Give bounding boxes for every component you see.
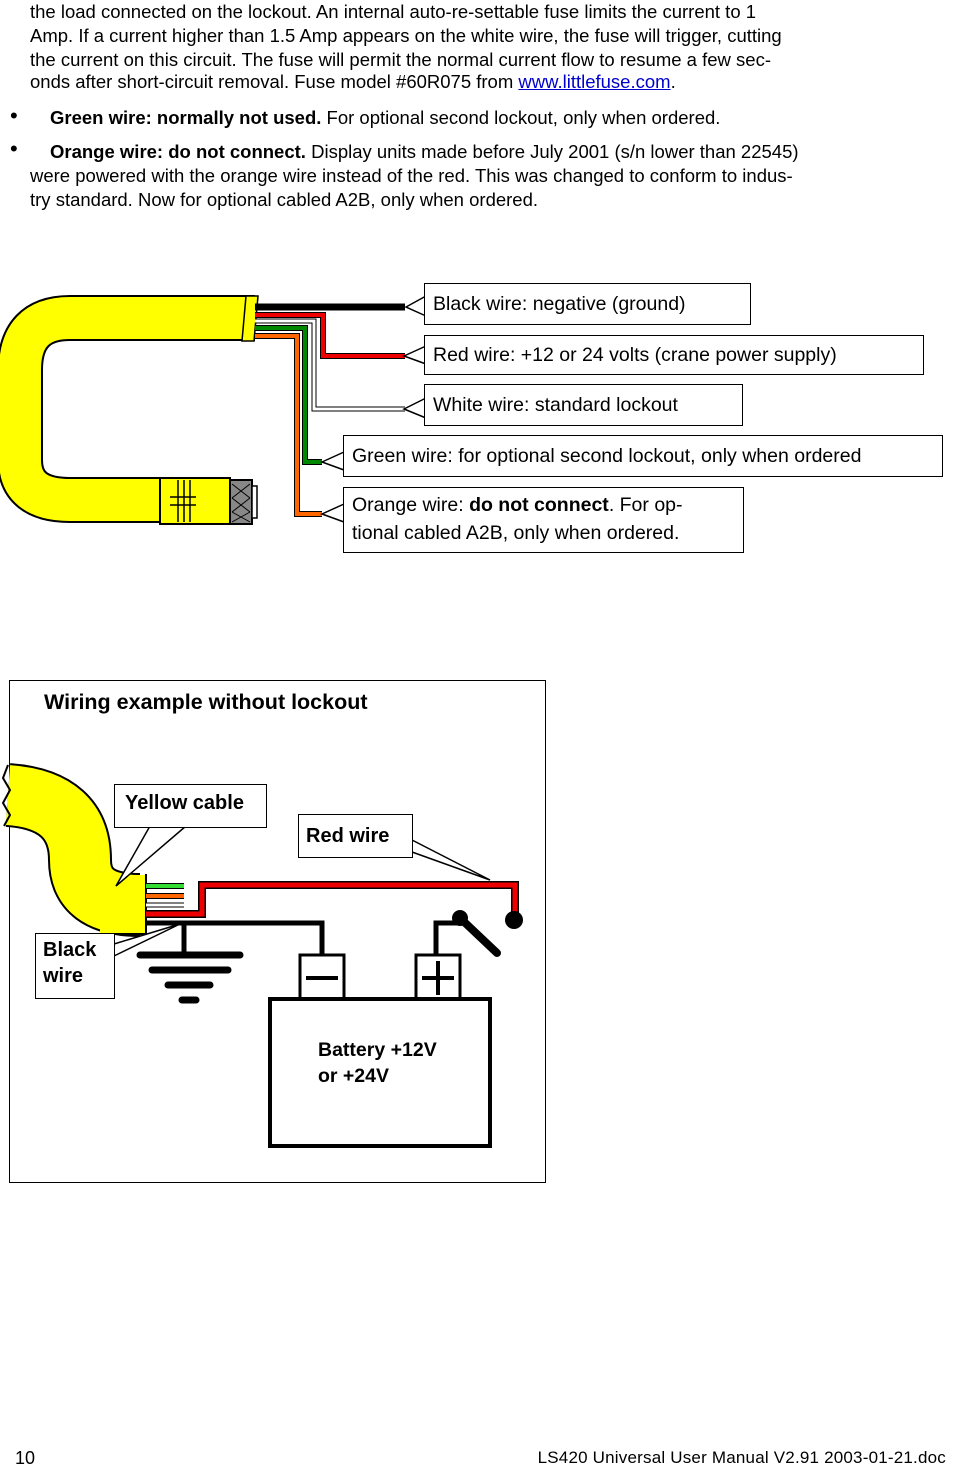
- battery-label: Battery +12V or +24V: [318, 1037, 437, 1089]
- bullet-orange-line-2: were powered with the orange wire instea…: [30, 165, 793, 186]
- connector-body: [159, 477, 231, 525]
- label-black-wire-2: wire: [43, 965, 84, 987]
- orange-bold: do not connect: [469, 494, 609, 516]
- littlefuse-link[interactable]: www.littlefuse.com: [518, 71, 671, 92]
- white-wire: [255, 319, 405, 411]
- bullet-orange-bold: Orange wire: do not connect.: [50, 141, 306, 162]
- yellow-cable: [0, 297, 255, 521]
- bullet-green: Green wire: normally not used. For optio…: [50, 106, 950, 130]
- callout-red-wire: Red wire: +12 or 24 volts (crane power s…: [424, 335, 924, 375]
- wiring-example-frame: [9, 680, 546, 1183]
- intro-line-4-text: onds after short-circuit removal. Fuse m…: [30, 71, 519, 92]
- intro-line-3: the current on this circuit. The fuse wi…: [30, 49, 771, 70]
- page-number: 10: [15, 1448, 36, 1468]
- intro-line-2: Amp. If a current higher than 1.5 Amp ap…: [30, 25, 782, 46]
- orange-line-2: tional cabled A2B, only when ordered.: [352, 522, 680, 544]
- orange-suffix: . For op-: [608, 494, 683, 516]
- cable-outline: [0, 295, 255, 523]
- label-black-wire-1: Black: [43, 939, 97, 961]
- callout-white-wire: White wire: standard lockout: [424, 384, 743, 426]
- bullet-orange: Orange wire: do not connect. Display uni…: [50, 140, 955, 164]
- battery-label-1: Battery +12V: [318, 1039, 437, 1061]
- bullet-orange-text: Display units made before July 2001 (s/n…: [305, 141, 799, 162]
- label-yellow-cable: Yellow cable: [114, 784, 267, 828]
- intro-line-1: the load connected on the lockout. An in…: [30, 1, 757, 22]
- bullet-green-text: For optional second lockout, only when o…: [321, 107, 721, 128]
- intro-line-4-end: .: [670, 71, 676, 92]
- bullet-orange-line-3: try standard. Now for optional cabled A2…: [30, 189, 539, 210]
- label-black-wire: Black wire: [35, 933, 115, 999]
- label-red-wire: Red wire: [298, 814, 413, 858]
- callout-green-wire: Green wire: for optional second lockout,…: [343, 435, 943, 477]
- intro-line-4: onds after short-circuit removal. Fuse m…: [30, 70, 955, 94]
- callout-black-wire: Black wire: negative (ground): [424, 283, 751, 325]
- bullet-dot-orange: •: [10, 136, 18, 161]
- orange-wire: [255, 334, 322, 516]
- bullet-green-bold: Green wire: normally not used.: [50, 107, 322, 128]
- green-wire: [255, 326, 322, 464]
- bullet-dot-green: •: [10, 103, 18, 128]
- callout-orange-wire: Orange wire: do not connect. For op- tio…: [343, 487, 744, 553]
- red-wire: [255, 313, 405, 358]
- orange-prefix: Orange wire:: [352, 494, 470, 516]
- battery-label-2: or +24V: [318, 1065, 390, 1087]
- wiring-example-title: Wiring example without lockout: [44, 690, 368, 714]
- footer-doc-name: LS420 Universal User Manual V2.91 2003-0…: [537, 1448, 946, 1467]
